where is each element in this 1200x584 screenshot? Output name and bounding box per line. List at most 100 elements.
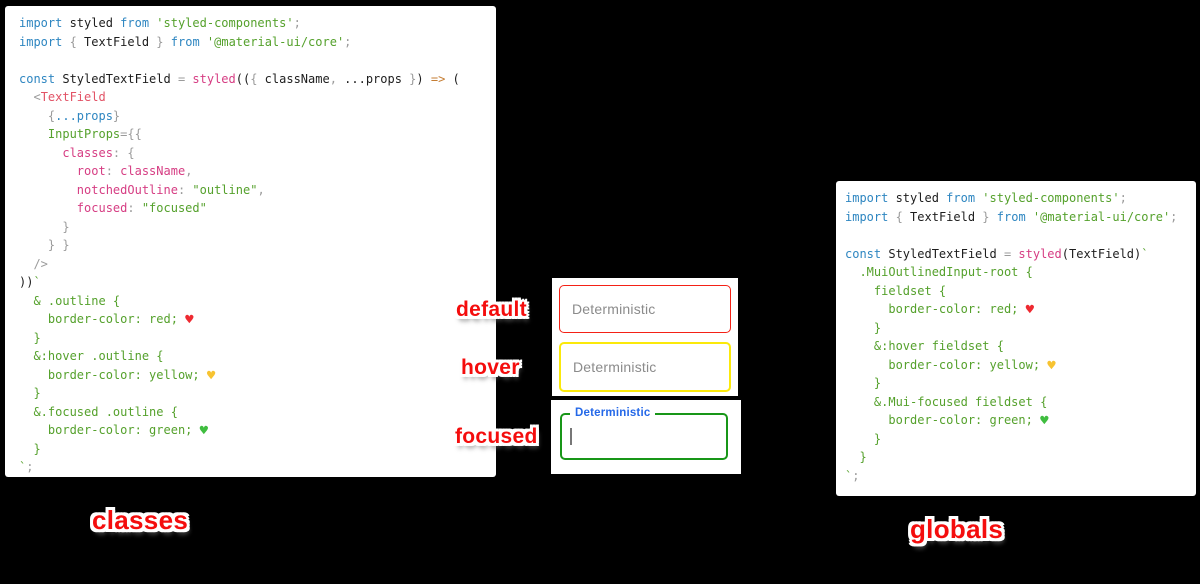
code-token: }	[975, 209, 997, 224]
textfield-demo-panel-bottom: Deterministic	[551, 400, 741, 474]
code-token: =	[177, 71, 193, 86]
code-token: }	[845, 376, 882, 390]
code-token: className	[264, 71, 330, 86]
heart-icon: ♥	[1047, 357, 1056, 374]
code-line: {...props}	[19, 107, 490, 126]
code-line: }	[19, 218, 490, 237]
code-line: border-color: red; ♥	[845, 300, 1192, 319]
code-line: }	[845, 430, 1192, 449]
heart-icon: ♥	[185, 312, 194, 328]
code-line: }	[845, 374, 1192, 393]
code-token: 'styled-components'	[975, 191, 1120, 205]
code-token: ,	[185, 164, 193, 178]
code-token: (	[445, 71, 460, 86]
code-token: {	[888, 209, 911, 224]
code-token: '@material-ui/core'	[1025, 209, 1171, 224]
code-token: }	[845, 431, 882, 446]
code-line: border-color: green; ♥	[19, 421, 490, 440]
code-line: &.Mui-focused fieldset {	[845, 393, 1192, 412]
code-token: & .outline {	[19, 293, 121, 308]
code-token: border-color: red;	[845, 302, 1026, 316]
code-token: border-color: red;	[19, 312, 186, 326]
code-token: ;	[1170, 209, 1178, 224]
code-token: ;	[1119, 191, 1127, 205]
code-line: focused: "focused"	[19, 199, 490, 218]
code-line: notchedOutline: "outline",	[19, 181, 490, 200]
code-token: border-color: green;	[19, 423, 200, 437]
code-line: InputProps={{	[19, 125, 490, 144]
code-token: "outline"	[192, 182, 258, 197]
code-token: border-color: yellow;	[19, 367, 207, 382]
code-token: ;	[344, 34, 352, 49]
heart-icon: ♥	[1040, 413, 1049, 429]
code-line: &.focused .outline {	[19, 403, 490, 422]
code-token: }	[845, 320, 882, 335]
code-token: : {	[112, 145, 135, 160]
code-line: border-color: green; ♥	[845, 411, 1192, 430]
code-line: border-color: yellow; ♥	[19, 366, 490, 385]
code-line: .MuiOutlinedInput-root {	[845, 263, 1192, 282]
code-line: }	[845, 319, 1192, 338]
code-token: } }	[19, 238, 70, 252]
textfield-hover[interactable]: Deterministic	[559, 342, 731, 392]
code-line: }	[19, 384, 490, 403]
code-token: />	[19, 256, 48, 271]
textfield-focused[interactable]: Deterministic	[560, 406, 728, 460]
textfield-default[interactable]: Deterministic	[559, 285, 731, 333]
code-token: focused	[19, 201, 128, 215]
code-token: <	[19, 90, 41, 104]
code-line	[19, 51, 490, 70]
code-line: import { TextField } from '@material-ui/…	[845, 208, 1192, 227]
label-hover: hover	[461, 356, 520, 379]
heart-icon: ♥	[1025, 302, 1035, 318]
code-token: }	[19, 330, 41, 345]
code-line: `;	[19, 458, 490, 477]
code-line: border-color: yellow; ♥	[845, 356, 1192, 375]
code-line: import { TextField } from '@material-ui/…	[19, 33, 490, 52]
code-token: border-color: yellow;	[845, 357, 1048, 372]
code-token: from	[170, 34, 200, 49]
code-token: `	[33, 275, 41, 289]
code-token: border-color: green;	[845, 413, 1041, 427]
code-token: ;	[852, 468, 860, 483]
code-token: ={{	[120, 127, 142, 141]
textfield-hover-placeholder: Deterministic	[573, 359, 657, 375]
code-token: :	[177, 182, 193, 197]
code-token: from	[996, 209, 1026, 224]
code-token: &.focused .outline {	[19, 404, 178, 419]
code-token: import	[19, 34, 63, 49]
code-token: }	[19, 386, 41, 400]
code-token: "focused"	[141, 201, 207, 215]
code-token: `	[1141, 246, 1149, 261]
code-token: const	[845, 246, 882, 261]
code-token: StyledTextField	[55, 71, 178, 86]
code-token: styled	[62, 16, 121, 30]
code-token: from	[120, 16, 150, 30]
code-token: =>	[430, 71, 446, 86]
code-token: ...props	[344, 71, 402, 86]
label-classes: classes	[92, 505, 189, 535]
code-line: &:hover fieldset {	[845, 337, 1192, 356]
code-token: ))	[19, 275, 34, 289]
code-token: &.Mui-focused fieldset {	[845, 394, 1048, 409]
code-token: (TextField)	[1061, 246, 1142, 261]
code-line: const StyledTextField = styled(TextField…	[845, 245, 1192, 264]
code-line: import styled from 'styled-components';	[845, 189, 1192, 208]
code-token: from	[946, 191, 976, 205]
code-line: fieldset {	[845, 282, 1192, 301]
code-token: ,	[329, 71, 345, 86]
code-line: `;	[845, 467, 1192, 486]
code-block-classes: import styled from 'styled-components';i…	[5, 6, 496, 477]
code-token: }	[19, 441, 41, 456]
code-token: root	[19, 164, 106, 178]
code-line: }	[845, 448, 1192, 467]
code-token: TextField	[84, 34, 150, 49]
code-token: '@material-ui/core'	[199, 34, 345, 49]
code-token: :	[127, 201, 142, 215]
code-token: TextField	[40, 90, 106, 104]
code-token: {	[250, 71, 265, 86]
code-token: import	[845, 209, 889, 224]
code-token: }	[19, 219, 70, 234]
code-token: 'styled-components'	[149, 16, 294, 30]
code-token: .MuiOutlinedInput-root {	[845, 265, 1033, 279]
